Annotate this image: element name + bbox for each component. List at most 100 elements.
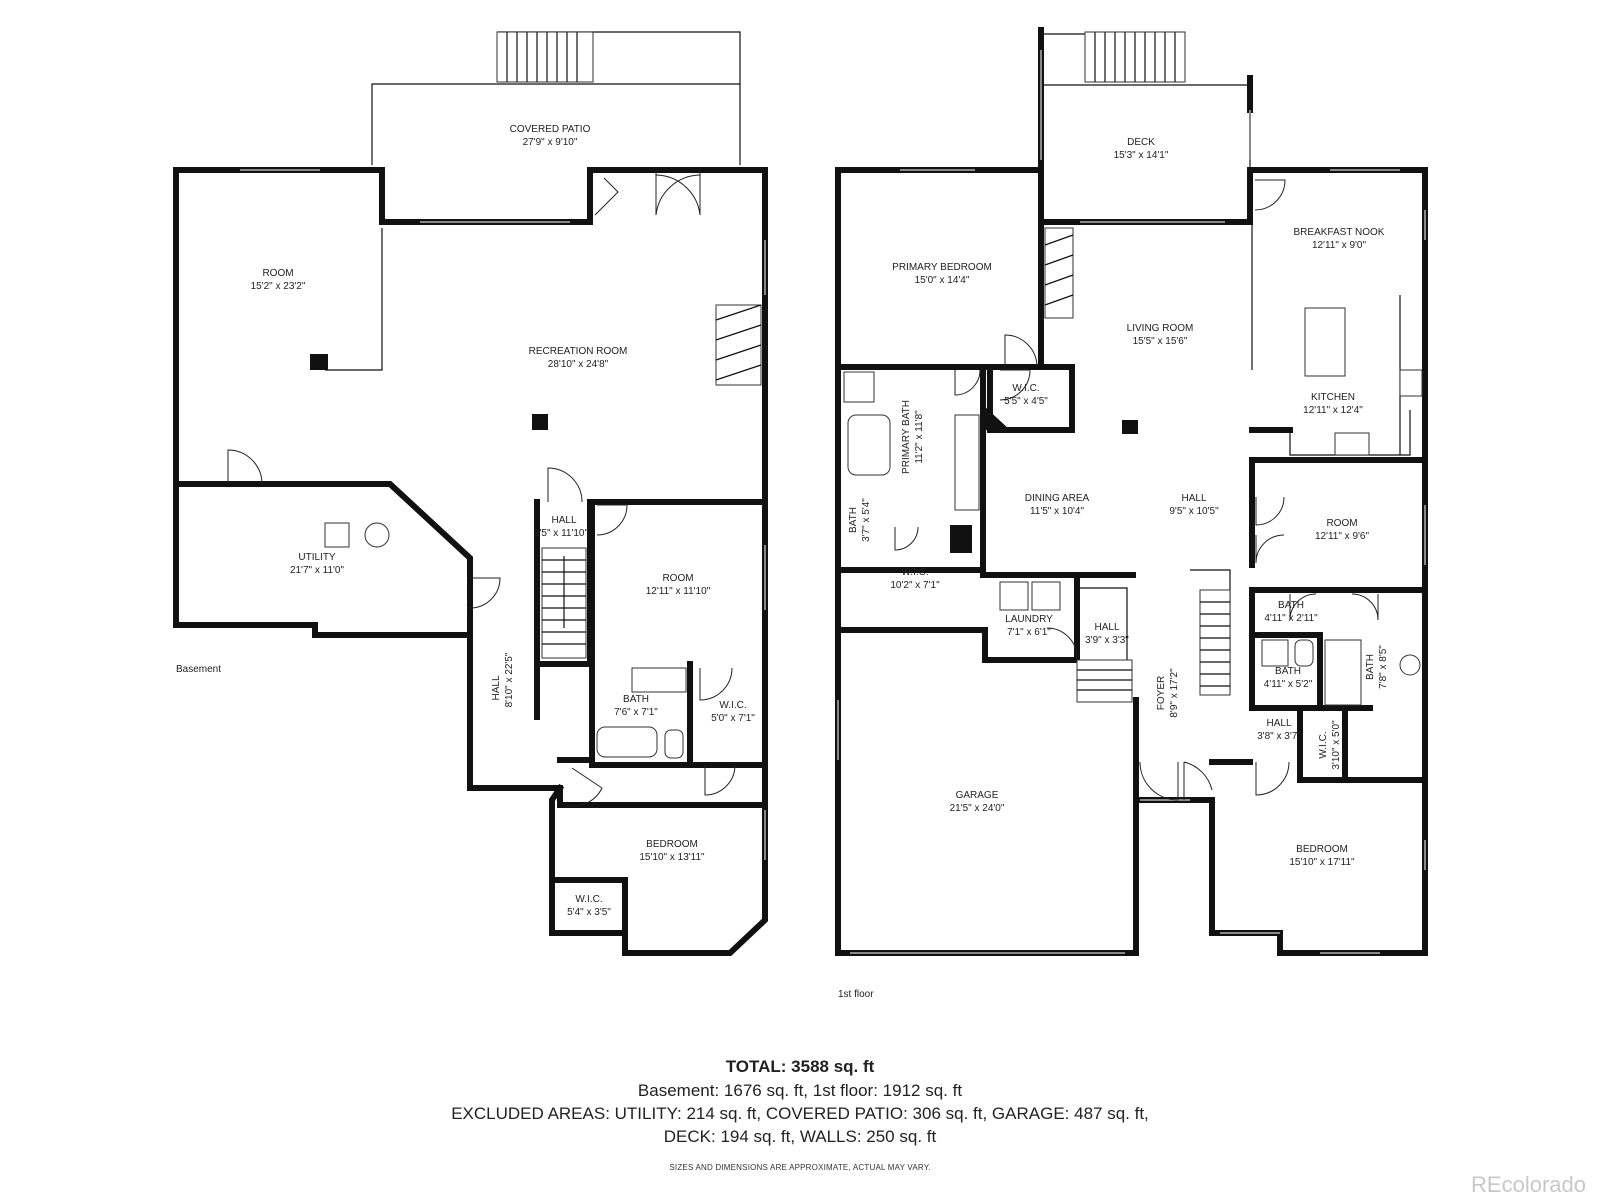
room-dim: 12'11" x 11'10": [646, 586, 711, 597]
deck-stairs-icon: [1084, 31, 1186, 83]
room-dim: 3'9" x 3'3": [1085, 635, 1129, 646]
room-dim: 28'10" x 24'8": [548, 359, 609, 370]
fireplace-icon: [1044, 227, 1074, 319]
room-dim: 10'2" x 7'1": [890, 580, 940, 591]
room-name: GARAGE: [956, 790, 999, 801]
room-name: ROOM: [1326, 518, 1357, 529]
patio-stairs-icon: [496, 31, 594, 83]
room-dim: 15'10" x 17'11": [1289, 857, 1355, 868]
basement-stairs-icon: [541, 547, 587, 659]
floor-label-first: 1st floor: [838, 989, 874, 1000]
room-dim: 8'10" x 22'5": [504, 652, 515, 707]
column-icon: [1122, 420, 1138, 434]
room-dim: 15'2" x 23'2": [251, 281, 306, 292]
room-dim: 15'0" x 14'4": [915, 275, 970, 286]
room-dim: 7'8" x 8'5": [1378, 645, 1389, 689]
stove-icon: [1334, 432, 1370, 456]
excluded-areas: EXCLUDED AREAS: UTILITY: 214 sq. ft, COV…: [451, 1104, 1149, 1123]
shower-icon: [843, 371, 875, 403]
furnace-icon: [324, 522, 350, 548]
total-area: TOTAL: 3588 sq. ft: [725, 1057, 875, 1076]
kitchen-sink-icon: [1399, 369, 1423, 397]
room-dim: 5'5" x 4'5": [1004, 396, 1048, 407]
room-name: COVERED PATIO: [510, 124, 591, 135]
room-dim: 7'6" x 7'1": [614, 707, 658, 718]
garage-stairs-icon: [1076, 659, 1133, 703]
room-dim: 3'10" x 5'0": [1331, 720, 1342, 770]
excluded-areas-continued: DECK: 194 sq. ft, WALLS: 250 sq. ft: [663, 1127, 937, 1146]
kitchen-island-icon: [1304, 307, 1346, 377]
room-name: BATH: [1278, 600, 1304, 611]
room-name: KITCHEN: [1311, 392, 1355, 403]
wall-corner-icon: [983, 405, 1010, 430]
room-dim: 5'4" x 3'5": [567, 907, 611, 918]
room-dim: 15'5" x 15'6": [1133, 336, 1188, 347]
bathtub-icon: [596, 726, 658, 758]
room-name: LIVING ROOM: [1127, 323, 1194, 334]
room-dim: 12'11" x 9'0": [1312, 240, 1367, 251]
floor-area-breakdown: Basement: 1676 sq. ft, 1st floor: 1912 s…: [637, 1081, 963, 1100]
room-dim: 15'10" x 13'11": [639, 852, 705, 863]
floor-label-basement: Basement: [176, 664, 221, 675]
vanity-icon: [1261, 639, 1289, 667]
column-icon: [950, 525, 972, 553]
room-name: PRIMARY BATH: [901, 400, 912, 474]
first-floor-plan: [835, 27, 1428, 956]
room-name: BATH: [1365, 654, 1376, 680]
room-name: HALL: [491, 675, 502, 700]
room-dim: 11'5" x 10'4": [1030, 506, 1085, 517]
room-dim: 15'3" x 14'1": [1114, 150, 1169, 161]
room-dim: 12'11" x 12'4": [1303, 405, 1363, 416]
room-name: W.I.C.: [1012, 383, 1039, 394]
room-dim: 11'2" x 11'8": [914, 410, 925, 464]
room-name: DINING AREA: [1025, 493, 1090, 504]
room-dim: 7'1" x 6'1": [1007, 627, 1051, 638]
dryer-icon: [1031, 581, 1061, 611]
room-name: BEDROOM: [646, 839, 698, 850]
room-name: ROOM: [662, 573, 693, 584]
watermark-logo: REcolorado: [1471, 1172, 1586, 1197]
room-dim: 3'8" x 3'7": [1257, 731, 1301, 742]
room-name: HALL: [1094, 622, 1119, 633]
toilet-icon: [1294, 639, 1314, 667]
bathtub-icon: [847, 414, 891, 476]
toilet-icon: [664, 729, 684, 759]
vanity-icon: [631, 667, 687, 693]
room-dim: 5'0" x 7'1": [711, 713, 755, 724]
washer-icon: [999, 581, 1029, 611]
room-dim: 3'7" x 5'4": [861, 498, 872, 542]
room-dim: 12'11" x 9'6": [1315, 531, 1370, 542]
room-name: UTILITY: [298, 552, 336, 563]
column-icon: [310, 354, 328, 370]
basement-plan: [173, 31, 768, 956]
first-floor-stairs-icon: [1199, 589, 1231, 696]
column-icon: [532, 414, 548, 430]
room-dim: 4'11" x 5'2": [1264, 679, 1313, 690]
room-name: DECK: [1127, 137, 1155, 148]
room-name: FOYER: [1156, 676, 1167, 710]
room-name: W.I.C.: [901, 567, 928, 578]
room-name: ROOM: [262, 268, 293, 279]
room-dim: 21'7" x 11'0": [290, 565, 345, 576]
room-dim: 4'11" x 2'11": [1264, 613, 1318, 624]
room-name: RECREATION ROOM: [529, 346, 628, 357]
room-name: HALL: [1181, 493, 1206, 504]
room-name: BREAKFAST NOOK: [1294, 227, 1385, 238]
water-heater-icon: [364, 522, 390, 548]
room-dim: 21'5" x 24'0": [950, 803, 1005, 814]
room-dim: 3'5" x 11'10": [534, 528, 589, 539]
room-dim: 8'9" x 17'2": [1169, 668, 1180, 718]
room-name: W.I.C.: [575, 894, 602, 905]
shower-icon: [1324, 639, 1362, 706]
room-name: BEDROOM: [1296, 844, 1348, 855]
disclaimer: SIZES AND DIMENSIONS ARE APPROXIMATE, AC…: [669, 1163, 931, 1172]
room-name: W.I.C.: [1318, 731, 1329, 758]
room-name: W.I.C.: [719, 700, 746, 711]
room-name: BATH: [1275, 666, 1301, 677]
room-dim: 27'9" x 9'10": [523, 137, 578, 148]
floor-plan-diagram: Basement 1st floor COVERED PATIO 27'9" x…: [173, 27, 1428, 1000]
room-dim: 9'5" x 10'5": [1169, 506, 1219, 517]
room-name: PRIMARY BEDROOM: [892, 262, 992, 273]
room-name: LAUNDRY: [1005, 614, 1053, 625]
room-name: HALL: [1266, 718, 1291, 729]
